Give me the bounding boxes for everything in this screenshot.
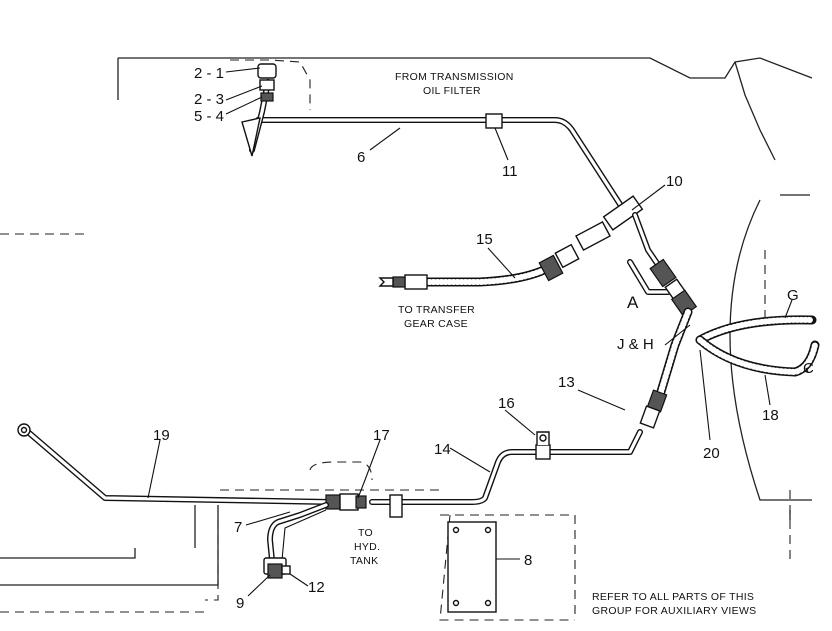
label-2-3: 2 - 3 — [194, 91, 224, 108]
label-8: 8 — [524, 552, 532, 569]
note-to-transfer: TO TRANSFER — [398, 304, 475, 316]
hose-15 — [378, 220, 611, 290]
label-11: 11 — [502, 163, 518, 180]
clip-tube-14 — [389, 494, 403, 518]
tube-19 — [17, 423, 333, 505]
note-refer-line2: GROUP FOR AUXILIARY VIEWS — [592, 605, 756, 617]
note-tank: TANK — [350, 555, 378, 567]
label-5-4: 5 - 4 — [194, 108, 224, 125]
label-17: 17 — [373, 427, 390, 444]
note-refer-line1: REFER TO ALL PARTS OF THIS — [592, 591, 754, 603]
hose-20 — [639, 307, 693, 429]
label-9: 9 — [236, 595, 244, 612]
note-from-transmission: FROM TRANSMISSION — [395, 71, 514, 83]
label-19: 19 — [153, 427, 170, 444]
label-14: 14 — [434, 441, 451, 458]
label-20: 20 — [703, 445, 720, 462]
note-to: TO — [358, 527, 373, 539]
label-2-1: 2 - 1 — [194, 65, 224, 82]
label-g: G — [787, 287, 799, 304]
clip-11 — [485, 113, 503, 129]
label-jh: J & H — [617, 336, 654, 353]
dashed-outline — [0, 59, 791, 621]
label-13: 13 — [558, 374, 575, 391]
hose-18 — [695, 335, 820, 377]
fitting-9-12 — [263, 557, 291, 579]
tube-14 — [369, 429, 643, 505]
tee-17 — [325, 493, 367, 511]
label-c: C — [803, 360, 814, 377]
label-16: 16 — [498, 395, 515, 412]
label-7: 7 — [234, 519, 242, 536]
connector-10 — [602, 195, 698, 317]
cover-plate-8 — [447, 521, 497, 613]
note-hyd: HYD. — [354, 541, 380, 553]
leader-lines — [147, 67, 809, 597]
clamp-16 — [535, 431, 551, 460]
label-6: 6 — [357, 149, 365, 166]
label-10: 10 — [666, 173, 683, 190]
tube-7 — [267, 502, 329, 563]
label-12: 12 — [308, 579, 325, 596]
filter-adapter — [241, 63, 277, 157]
note-oil-filter: OIL FILTER — [423, 85, 481, 97]
label-15: 15 — [476, 231, 493, 248]
hose-g — [695, 315, 817, 345]
note-gear-case: GEAR CASE — [404, 318, 468, 330]
label-view-a: A — [627, 293, 639, 312]
label-18: 18 — [762, 407, 779, 424]
tube-6 — [255, 117, 628, 215]
